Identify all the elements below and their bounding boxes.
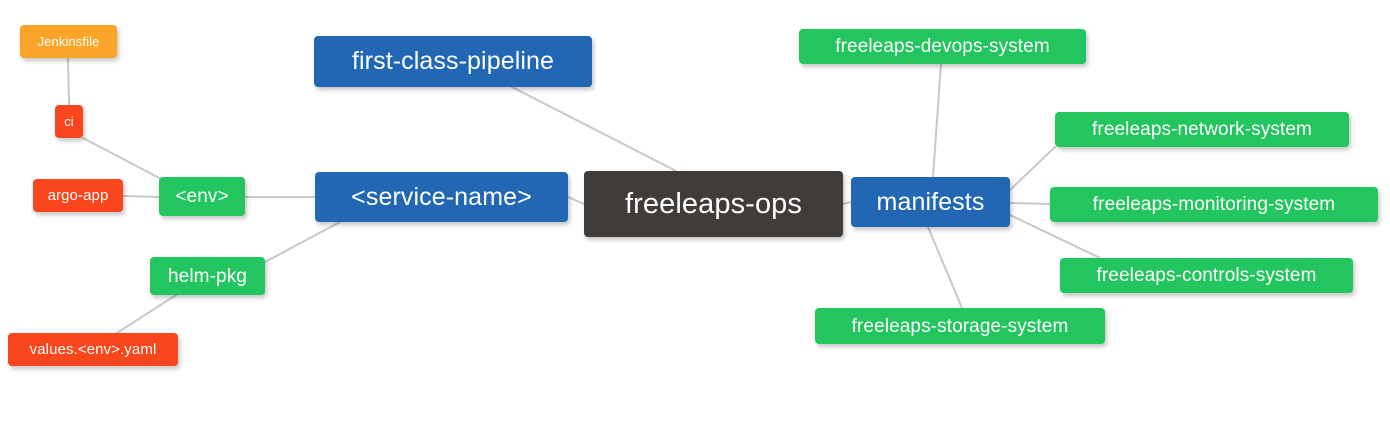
mindmap-node-freeleaps-ops[interactable]: freeleaps-ops <box>584 171 843 237</box>
mindmap-node-label: helm-pkg <box>168 265 247 287</box>
mindmap-node-label: first-class-pipeline <box>351 47 555 75</box>
mindmap-node-label: manifests <box>876 187 985 216</box>
edge-manifests-to-freeleaps-storage-system <box>927 226 963 309</box>
edge-freeleaps-ops-to-manifests <box>842 201 852 205</box>
mindmap-node-label: freeleaps-ops <box>624 187 802 220</box>
edge-manifests-to-freeleaps-network-system <box>1009 146 1056 191</box>
mindmap-node-freeleaps-storage-system[interactable]: freeleaps-storage-system <box>815 308 1105 344</box>
mindmap-node-helm-pkg[interactable]: helm-pkg <box>150 257 265 295</box>
edge-service-name-to-helm-pkg <box>264 221 341 263</box>
mindmap-node-label: freeleaps-devops-system <box>835 36 1050 57</box>
mindmap-node-label: freeleaps-controls-system <box>1096 265 1317 286</box>
mindmap-node-service-name[interactable]: <service-name> <box>315 172 568 222</box>
mindmap-node-env[interactable]: <env> <box>159 177 245 216</box>
mindmap-node-argo-app[interactable]: argo-app <box>33 179 123 212</box>
mindmap-node-freeleaps-devops-system[interactable]: freeleaps-devops-system <box>799 29 1086 64</box>
edge-ci-to-jenkinsfile <box>67 57 70 106</box>
edge-manifests-to-freeleaps-monitoring-system <box>1009 202 1051 205</box>
mindmap-node-freeleaps-controls-system[interactable]: freeleaps-controls-system <box>1060 258 1353 293</box>
edge-manifests-to-freeleaps-devops-system <box>932 63 942 178</box>
mindmap-node-label: ci <box>64 114 74 129</box>
edge-env-to-ci <box>82 137 164 181</box>
mindmap-node-label: freeleaps-network-system <box>1092 119 1312 140</box>
mindmap-node-freeleaps-network-system[interactable]: freeleaps-network-system <box>1055 112 1349 147</box>
mindmap-node-jenkinsfile[interactable]: Jenkinsfile <box>20 25 117 58</box>
mindmap-node-label: Jenkinsfile <box>37 34 100 49</box>
mindmap-node-label: <env> <box>175 186 229 207</box>
mindmap-node-label: freeleaps-monitoring-system <box>1092 194 1336 215</box>
mindmap-node-values-env-yaml[interactable]: values.<env>.yaml <box>8 333 178 366</box>
mindmap-node-label: <service-name> <box>351 182 532 211</box>
edge-env-to-argo-app <box>122 195 160 198</box>
mindmap-node-freeleaps-monitoring-system[interactable]: freeleaps-monitoring-system <box>1050 187 1378 222</box>
mindmap-node-label: freeleaps-storage-system <box>851 315 1069 337</box>
mindmap-node-label: values.<env>.yaml <box>29 341 157 358</box>
edge-freeleaps-ops-to-service-name <box>567 196 585 205</box>
mindmap-node-ci[interactable]: ci <box>55 105 83 138</box>
mindmap-node-label: argo-app <box>47 187 109 204</box>
mindmap-node-first-class-pipeline[interactable]: first-class-pipeline <box>314 36 592 87</box>
mindmap-node-manifests[interactable]: manifests <box>851 177 1010 227</box>
edge-freeleaps-ops-to-first-class-pipeline <box>511 86 677 172</box>
edge-helm-pkg-to-values-env-yaml <box>116 294 177 334</box>
